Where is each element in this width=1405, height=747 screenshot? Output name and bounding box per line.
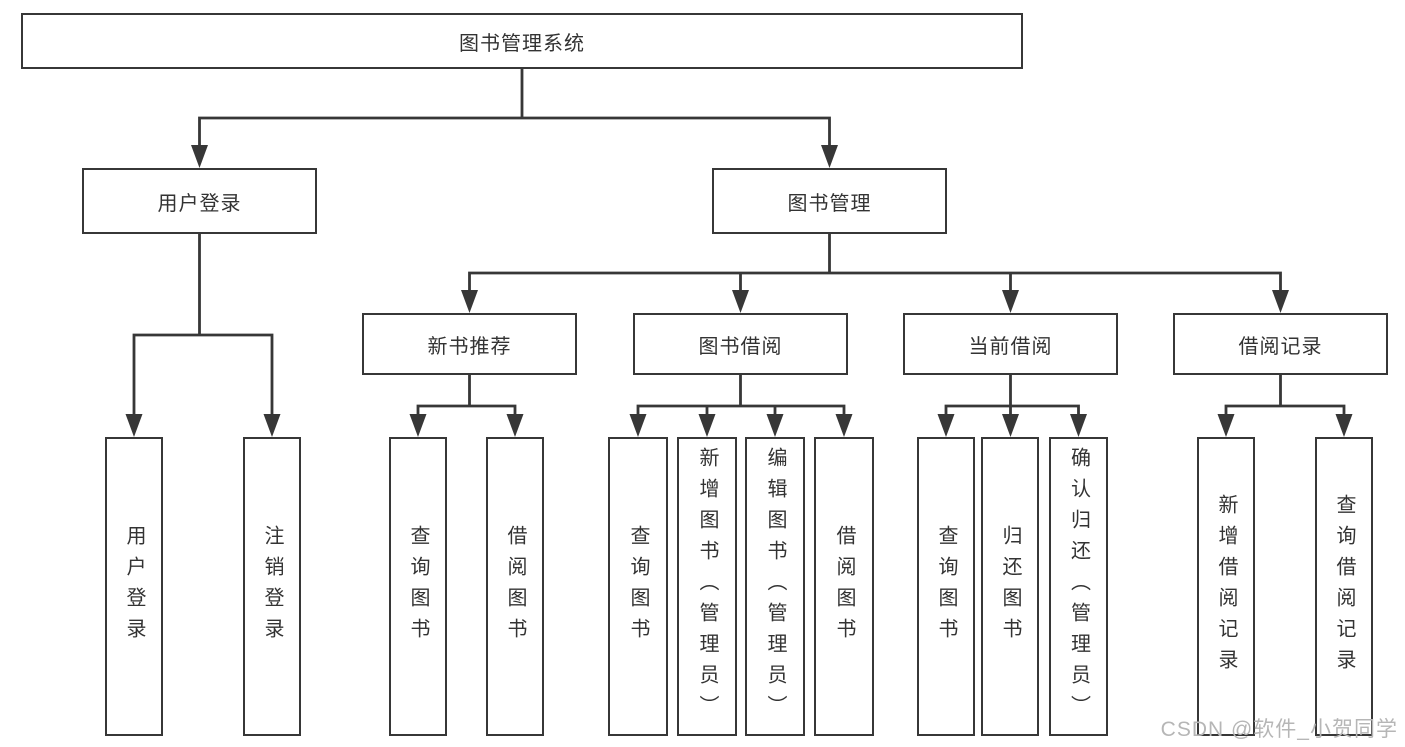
connector-group	[125, 67, 1353, 437]
leaf-label: 用户登录	[123, 524, 145, 649]
leaf-query-books-borrow: 查询图书	[608, 437, 668, 736]
leaf-label: 新增借阅记录	[1215, 493, 1237, 680]
leaf-query-borrow-record: 查询借阅记录	[1315, 437, 1373, 736]
leaf-label: 借阅图书	[833, 524, 855, 649]
node-current-borrowing: 当前借阅	[903, 313, 1118, 375]
node-label: 新书推荐	[427, 335, 512, 358]
leaf-label: 查询图书	[935, 524, 957, 649]
leaf-borrow-books: 借阅图书	[814, 437, 874, 736]
leaf-user-login: 用户登录	[105, 437, 163, 736]
leaf-label: 查询图书	[627, 524, 649, 649]
arrowheads	[125, 145, 1353, 437]
leaf-add-borrow-record: 新增借阅记录	[1197, 437, 1255, 736]
leaf-label: 注销登录	[261, 524, 283, 649]
leaf-label: 新增图书（管理员）	[696, 447, 718, 726]
node-book-management: 图书管理	[712, 168, 947, 234]
leaf-label: 查询借阅记录	[1333, 493, 1355, 680]
node-label: 图书借阅	[698, 335, 783, 358]
node-new-book-recommendation: 新书推荐	[362, 313, 577, 375]
csdn-watermark: CSDN @软件_小贺同学	[1160, 718, 1398, 741]
leaf-add-books-admin: 新增图书（管理员）	[677, 437, 737, 736]
node-library-management-system: 图书管理系统	[21, 13, 1023, 69]
leaf-confirm-return-admin: 确认归还（管理员）	[1049, 437, 1108, 736]
node-borrowing-records: 借阅记录	[1173, 313, 1388, 375]
node-label: 图书管理系统	[459, 32, 585, 55]
leaf-query-books-current: 查询图书	[917, 437, 975, 736]
leaf-logout: 注销登录	[243, 437, 301, 736]
node-label: 借阅记录	[1238, 335, 1323, 358]
leaf-label: 查询图书	[407, 524, 429, 649]
node-label: 图书管理	[787, 192, 872, 215]
node-book-borrowing: 图书借阅	[633, 313, 848, 375]
leaf-borrow-books-recommend: 借阅图书	[486, 437, 544, 736]
leaf-label: 借阅图书	[504, 524, 526, 649]
leaf-edit-books-admin: 编辑图书（管理员）	[745, 437, 805, 736]
leaf-label: 归还图书	[999, 524, 1021, 649]
leaf-query-books-recommend: 查询图书	[389, 437, 447, 736]
leaf-label: 编辑图书（管理员）	[764, 447, 786, 726]
node-label: 当前借阅	[968, 335, 1053, 358]
leaf-return-books: 归还图书	[981, 437, 1039, 736]
node-label: 用户登录	[157, 192, 242, 215]
leaf-label: 确认归还（管理员）	[1067, 447, 1090, 726]
node-user-login: 用户登录	[82, 168, 317, 234]
